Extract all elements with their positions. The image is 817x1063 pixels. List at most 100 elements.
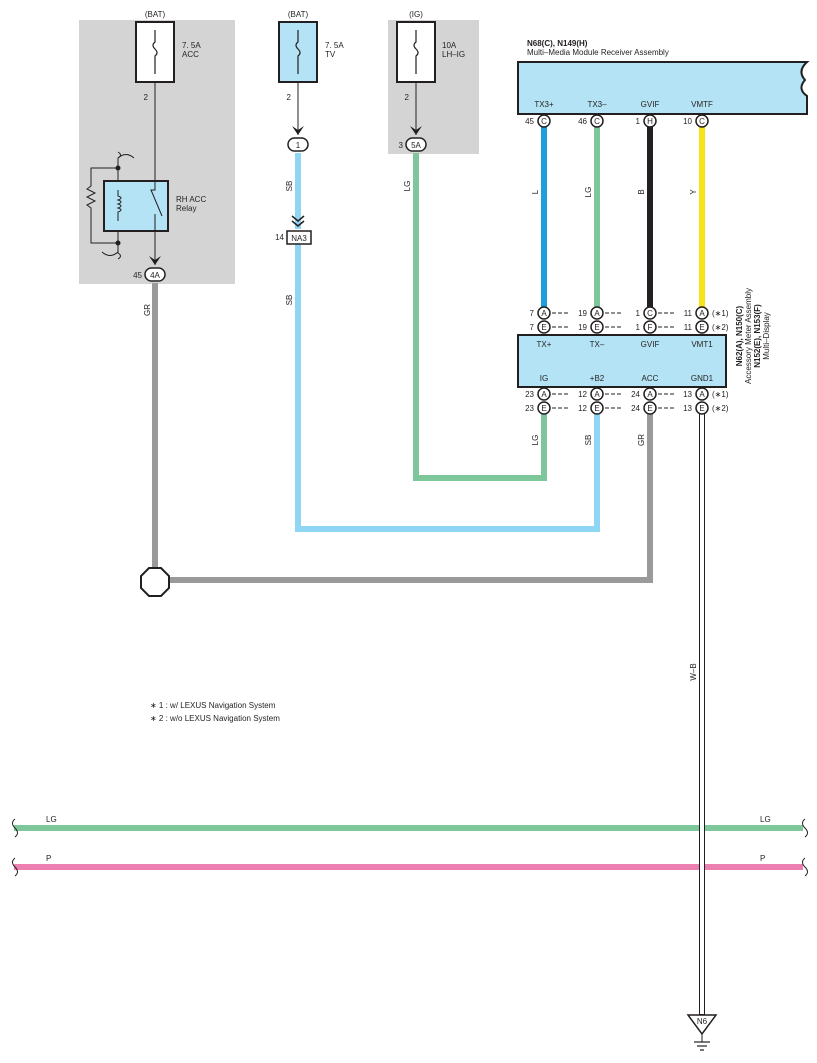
display-terminal-conn: A — [699, 309, 705, 318]
fuse-lhig-source: (IG) — [409, 10, 423, 19]
receiver-assembly: N68(C), N149(H) Multi–Media Module Recei… — [517, 39, 810, 115]
fuse-acc-pin: 2 — [144, 93, 149, 102]
fuse-acc-icon — [152, 30, 158, 74]
bus-ends — [12, 818, 808, 877]
connector-1-id: 1 — [296, 141, 301, 150]
label-bus-lg-left: LG — [46, 815, 57, 824]
receiver-terminal-pin: 10 — [683, 117, 692, 126]
display-terminal-conn: C — [647, 309, 653, 318]
display-terminal-circle — [590, 387, 604, 401]
notes: ∗ 1 : w/ LEXUS Navigation System ∗ 2 : w… — [150, 701, 280, 723]
display-terminal-circle — [695, 320, 709, 334]
display-terminal-pin: 7 — [530, 323, 535, 332]
receiver-terminal-conn: C — [541, 117, 547, 126]
display-codes-1: N62(A), N150(C) — [735, 305, 744, 366]
fuse-tv-name: TV — [325, 50, 336, 59]
label-lg-ig: LG — [531, 435, 540, 446]
display-top-label: GVIF — [641, 340, 660, 349]
display-terminal-conn: A — [594, 390, 600, 399]
ground-n6: N6 — [686, 1014, 718, 1051]
fuse-tv-source: (BAT) — [288, 10, 309, 19]
label-lg-lhig: LG — [403, 181, 412, 192]
display-bottom-label: IG — [540, 374, 548, 383]
junction-na3: 14 NA3 — [275, 215, 312, 245]
display-terminal-pin: 23 — [525, 390, 534, 399]
mark-2: (∗2) — [712, 404, 729, 413]
arrow-tv-icon — [292, 126, 304, 135]
wires — [14, 82, 803, 1015]
receiver-terminal-conn: H — [647, 117, 653, 126]
mark-1: (∗1) — [712, 309, 729, 318]
display-terminal-pin: 12 — [578, 390, 587, 399]
arrow-lhig-icon — [410, 126, 422, 135]
display-terminal-conn: A — [541, 390, 547, 399]
label-gr-acc: GR — [637, 434, 646, 446]
receiver-box — [517, 61, 810, 115]
label-lg-tx: LG — [584, 187, 593, 198]
display-terminal-circle — [537, 306, 551, 320]
label-bus-lg-right: LG — [760, 815, 771, 824]
mark-1: (∗1) — [712, 390, 729, 399]
ground-triangle-icon — [686, 1014, 718, 1036]
connector-5a-id: 5A — [411, 141, 421, 150]
display-terminal-conn: E — [541, 404, 546, 413]
note-2: ∗ 2 : w/o LEXUS Navigation System — [150, 714, 280, 723]
receiver-terminal-label: TX3– — [587, 100, 607, 109]
display-terminal-circle — [537, 320, 551, 334]
relay-label-2: Relay — [176, 204, 196, 213]
fuse-tv-icon — [295, 30, 301, 74]
fuse-tv: (BAT) 7. 5A TV 2 — [278, 10, 344, 102]
display-codes-2: N152(E), N153(F) — [753, 304, 762, 368]
display-terminal-conn: E — [699, 323, 704, 332]
display-top-label: VMT1 — [691, 340, 713, 349]
receiver-terminal-conn: C — [699, 117, 705, 126]
connector-4a: 45 4A — [133, 267, 166, 282]
receiver-terminal-circle — [643, 114, 657, 128]
fuse-acc: (BAT) 7. 5A ACC 2 — [135, 10, 201, 102]
wire-labels: GR SB SB LG L LG B Y LG SB GR W–B LG LG … — [46, 181, 771, 863]
rh-acc-relay: RH ACC Relay — [85, 151, 206, 260]
receiver-terminal-pin: 1 — [636, 117, 641, 126]
display-terminal-circle — [695, 387, 709, 401]
display-terminal-conn: A — [699, 390, 705, 399]
receiver-terminal-circle — [695, 114, 709, 128]
display-name-2: Multi–Display — [762, 312, 771, 360]
connector-1: 1 — [287, 137, 309, 152]
display-terminal-conn: F — [648, 323, 653, 332]
display-terminal-circle — [695, 306, 709, 320]
label-y: Y — [689, 189, 698, 195]
wire-sb-b2 — [295, 244, 600, 532]
display-bottom-label: GND1 — [691, 374, 714, 383]
arrow-relay-icon — [149, 256, 161, 265]
connector-5a: 3 5A — [399, 137, 427, 152]
display-terminal-pin: 19 — [578, 309, 587, 318]
relay-resistor-icon — [85, 167, 119, 244]
display-terminal-conn: A — [594, 309, 600, 318]
relay-switch-icon — [150, 176, 163, 246]
display-terminal-pin: 24 — [631, 390, 640, 399]
fuse-acc-name: ACC — [182, 50, 199, 59]
label-bus-p-left: P — [46, 854, 51, 863]
display-box — [517, 334, 727, 388]
receiver-terminal-pin: 46 — [578, 117, 587, 126]
receiver-terminal-conn: C — [594, 117, 600, 126]
receiver-name: Multi–Media Module Receiver Assembly — [527, 48, 669, 57]
display-terminal-pin: 23 — [525, 404, 534, 413]
display-name-1: Accessory Meter Assembly — [744, 288, 753, 384]
display-terminal-conn: E — [647, 404, 652, 413]
display-top-label: TX+ — [537, 340, 552, 349]
double-chevron-icon — [291, 215, 305, 227]
fuse-acc-source: (BAT) — [145, 10, 166, 19]
receiver-terminal-label: VMTF — [691, 100, 713, 109]
display-terminal-circle — [643, 387, 657, 401]
fuse-lhig-name: LH–IG — [442, 50, 465, 59]
display-terminal-circle — [643, 401, 657, 415]
display-terminal-conn: A — [541, 309, 547, 318]
display-terminal-pin: 7 — [530, 309, 535, 318]
note-1: ∗ 1 : w/ LEXUS Navigation System — [150, 701, 276, 710]
display-terminal-circle — [590, 306, 604, 320]
display-terminal-pin: 11 — [684, 309, 693, 318]
label-b: B — [637, 189, 646, 194]
connector-4a-id: 4A — [150, 271, 160, 280]
